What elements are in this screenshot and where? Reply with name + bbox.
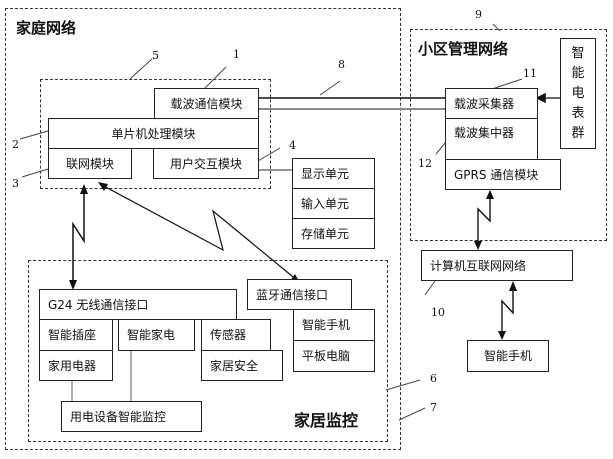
ref-number-9: 9 [475,8,482,21]
ref-number-11: 11 [523,67,537,80]
meter-char: 能 [571,64,584,84]
meter-char: 电 [571,84,584,104]
gprs-internet-link [478,191,490,248]
ref-number-5: 5 [152,49,159,62]
smartphone-remote: 智能手机 [467,340,549,372]
smart-meter-group: 智 能 电 表 群 [560,38,596,149]
sensor: 传感器 [201,319,271,351]
network-g24-link [73,186,84,288]
user-interaction-module: 用户交互模块 [153,148,259,179]
storage-unit: 存储单元 [292,218,375,249]
tablet: 平板电脑 [293,340,375,372]
carrier-concentrator: 载波集中器 [445,118,538,160]
network-bluetooth-link [100,184,298,281]
carrier-collector: 载波采集器 [445,88,538,119]
smartphone-local: 智能手机 [293,309,375,341]
ref-number-7: 7 [430,401,437,414]
g24-wireless-interface: G24 无线通信接口 [39,289,237,320]
ref-number-10: 10 [431,306,445,319]
mcu-processing-module: 单片机处理模块 [48,118,259,149]
ref-number-4: 4 [289,139,296,152]
ref-number-2: 2 [12,138,19,151]
network-module: 联网模块 [48,148,132,179]
internet-phone-link [502,283,513,338]
ref-number-6: 6 [430,372,437,385]
meter-char: 表 [571,104,584,124]
smart-appliance: 智能家电 [118,319,195,351]
meter-char: 智 [571,44,584,64]
ref-number-3: 3 [12,177,19,190]
computer-internet-network: 计算机互联网网络 [421,250,573,281]
household-appliance: 家用电器 [39,350,113,381]
ref-number-12: 12 [418,157,432,170]
ref-number-8: 8 [338,58,345,71]
carrier-comm-module: 载波通信模块 [154,88,259,119]
smart-socket: 智能插座 [39,319,113,351]
bluetooth-interface: 蓝牙通信接口 [247,279,352,310]
meter-char: 群 [571,124,584,144]
power-device-smart-monitoring: 用电设备智能监控 [61,401,202,432]
ref-number-1: 1 [233,48,240,61]
home-security: 家居安全 [201,350,283,381]
input-unit: 输入单元 [292,188,375,219]
display-unit: 显示单元 [292,158,375,189]
gprs-comm-module: GPRS 通信模块 [445,159,561,190]
